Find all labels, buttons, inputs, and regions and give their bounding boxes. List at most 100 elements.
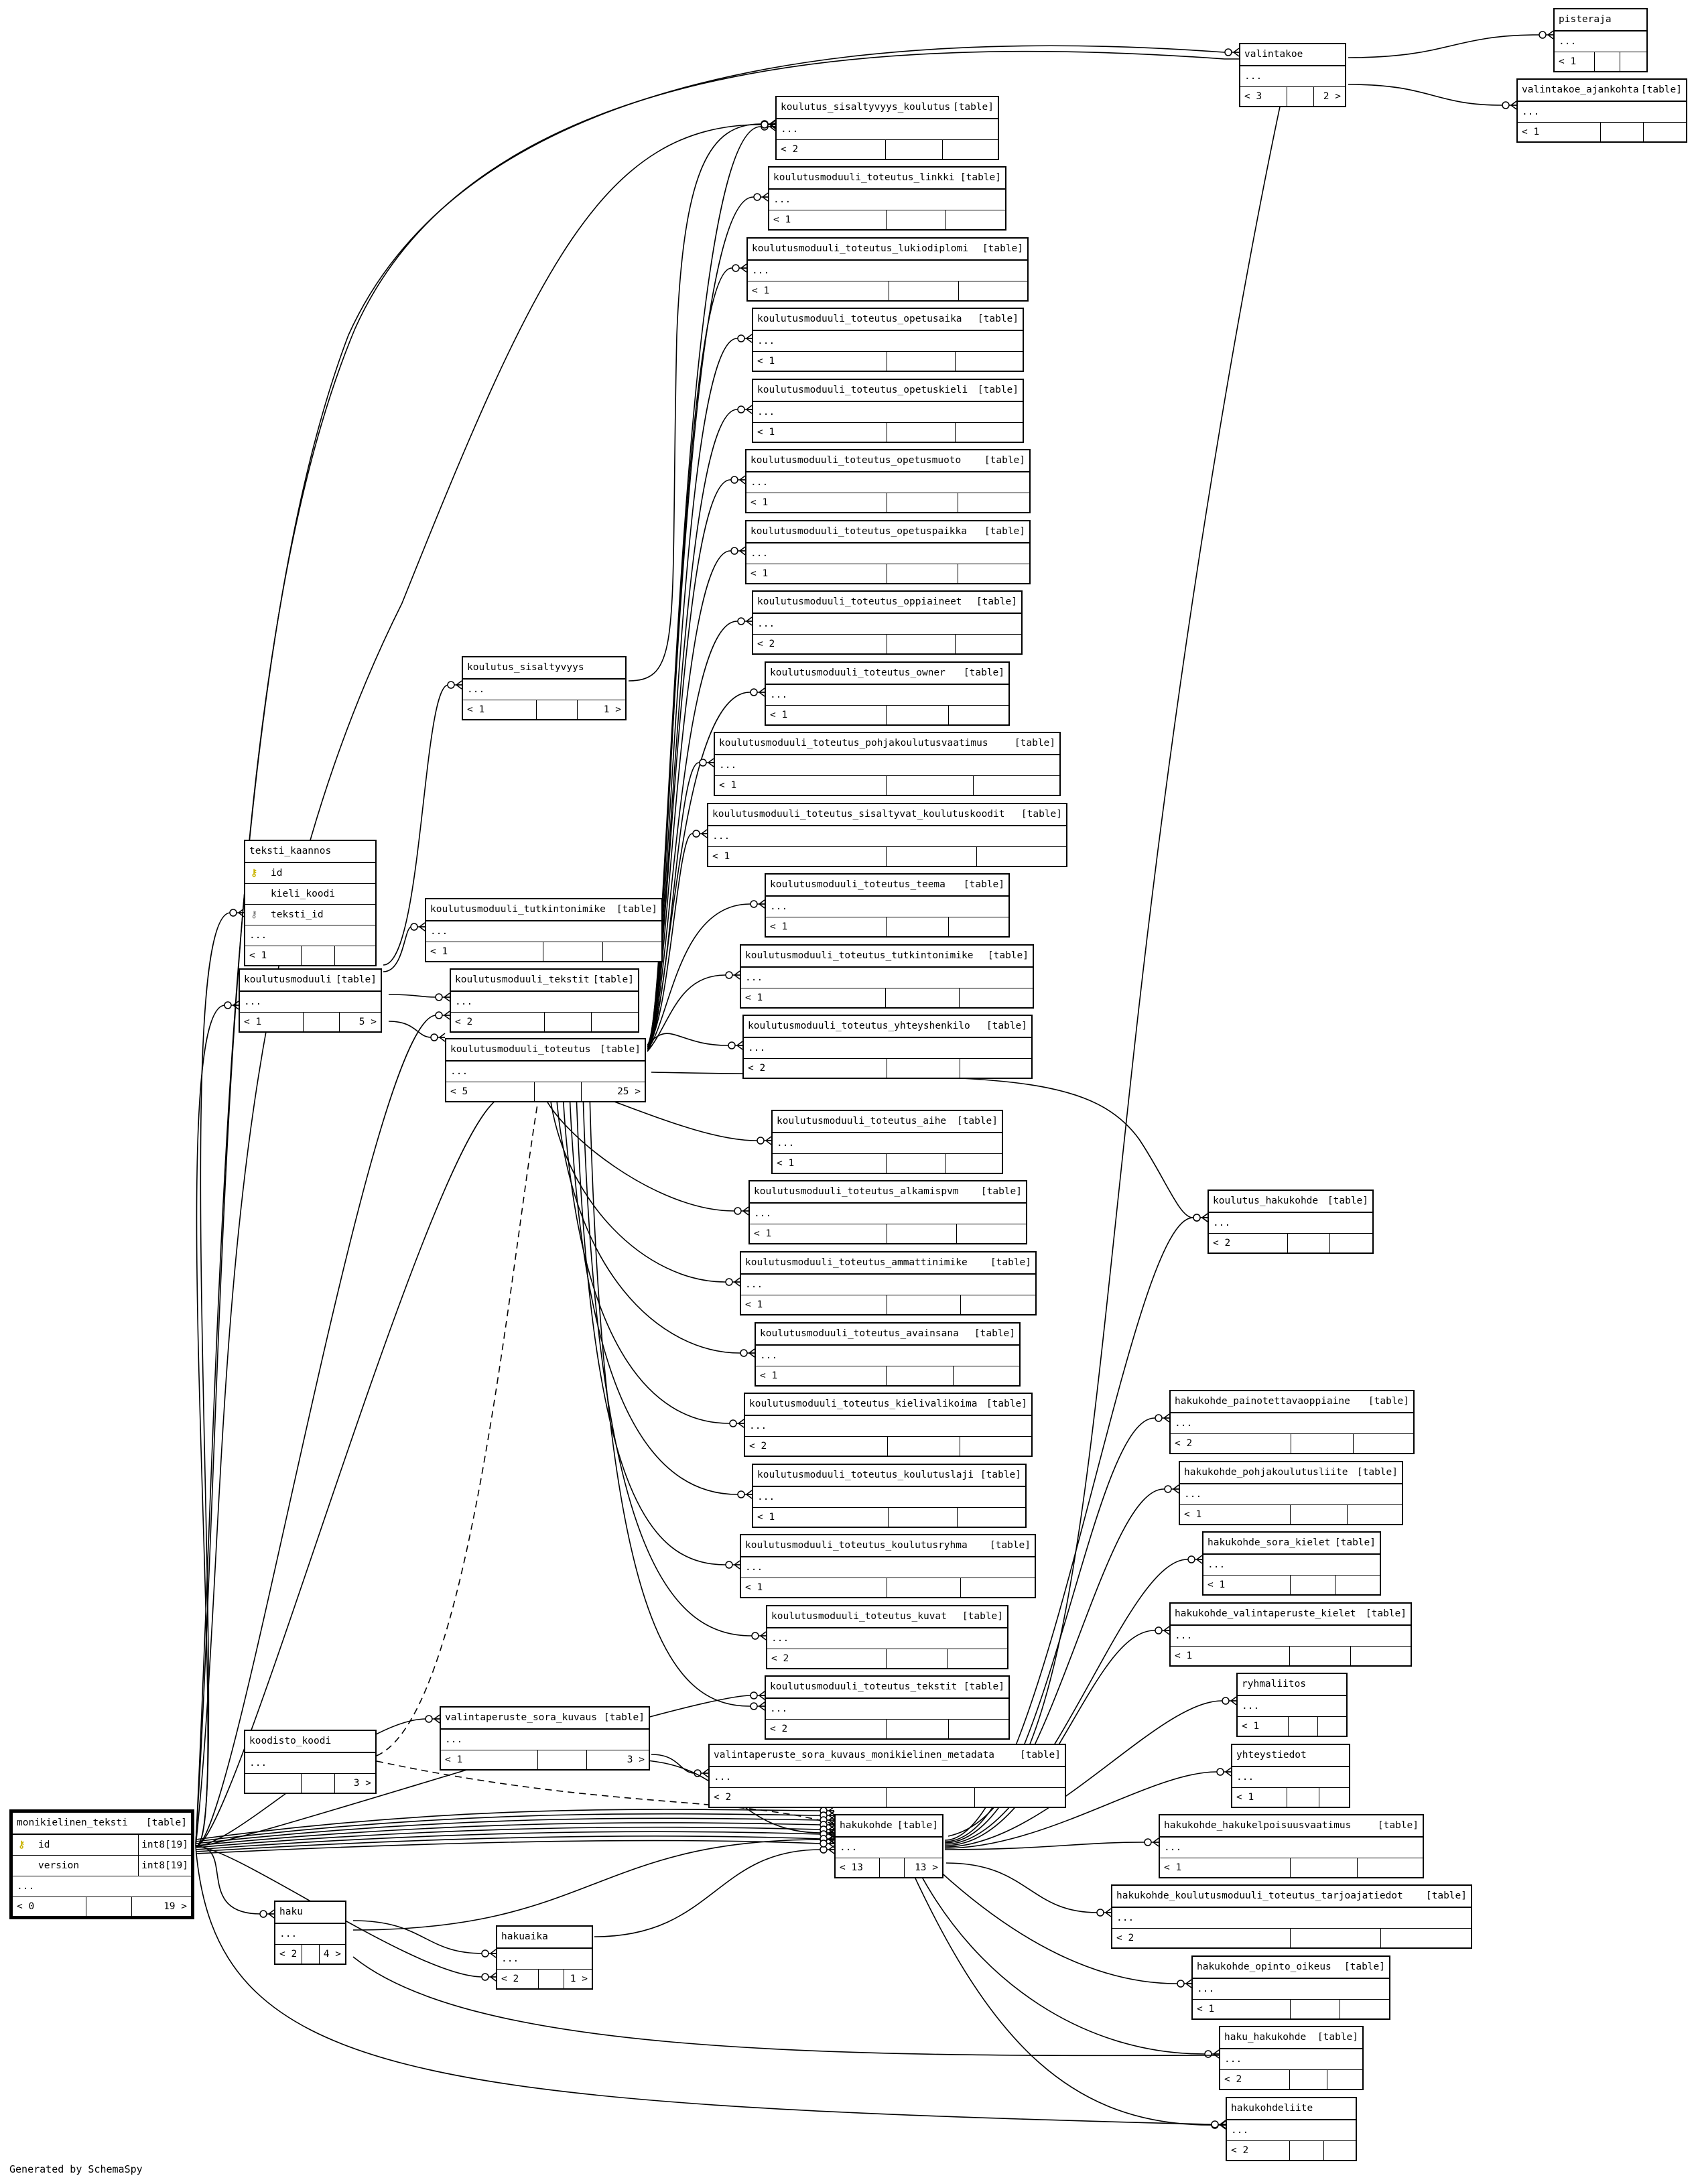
- table-valintakoe[interactable]: valintakoe[table]...< 32 >: [1239, 43, 1346, 107]
- parents-count[interactable]: < 1: [773, 1154, 887, 1173]
- parents-count[interactable]: < 1: [1232, 1788, 1287, 1807]
- table-header[interactable]: valintaperuste_sora_kuvaus[table]: [441, 1708, 649, 1730]
- children-count[interactable]: [1330, 1234, 1372, 1252]
- table-header[interactable]: koulutusmoduuli_toteutus[table]: [446, 1039, 645, 1062]
- parents-count[interactable]: < 1: [715, 776, 887, 795]
- table-km-linkki[interactable]: koulutusmoduuli_toteutus_linkki[table]..…: [768, 166, 1006, 231]
- children-count[interactable]: 1 >: [603, 704, 621, 715]
- table-hk-sora-kielet[interactable]: hakukohde_sora_kielet[table]...< 1: [1202, 1531, 1381, 1596]
- table-hk-painotettava[interactable]: hakukohde_painotettavaoppiaine[table]...…: [1169, 1390, 1415, 1454]
- children-count[interactable]: [943, 140, 998, 159]
- table-header[interactable]: hakukohdeliite[table]: [1227, 2098, 1356, 2120]
- children-count[interactable]: [946, 210, 1005, 229]
- table-hk-valintaperuste-kielet[interactable]: hakukohde_valintaperuste_kielet[table]..…: [1169, 1602, 1412, 1667]
- parents-count[interactable]: < 2: [744, 1059, 887, 1078]
- children-count[interactable]: [948, 1649, 1007, 1668]
- parents-count[interactable]: < 1: [245, 946, 302, 965]
- parents-count[interactable]: < 1: [240, 1013, 304, 1031]
- table-header[interactable]: koulutusmoduuli_toteutus_avainsana[table…: [756, 1324, 1019, 1346]
- table-ryhmaliitos[interactable]: ryhmaliitos[table]...< 1: [1236, 1673, 1348, 1737]
- children-count[interactable]: [603, 942, 661, 961]
- parents-count[interactable]: < 1: [1193, 2000, 1291, 2018]
- table-header[interactable]: koulutusmoduuli_toteutus_tutkintonimike[…: [741, 946, 1033, 968]
- parents-count[interactable]: < 1: [441, 1750, 538, 1769]
- children-count[interactable]: [1340, 2000, 1389, 2018]
- children-count[interactable]: [1318, 1717, 1346, 1736]
- parents-count[interactable]: < 1: [756, 1366, 887, 1385]
- table-km-teema[interactable]: koulutusmoduuli_toteutus_teema[table]...…: [765, 873, 1010, 938]
- children-count[interactable]: [1358, 1858, 1423, 1877]
- table-teksti-kaannos[interactable]: teksti_kaannos[table]⚷idkieli_koodi⚷teks…: [244, 840, 377, 966]
- table-km-tutkintonimike[interactable]: koulutusmoduuli_toteutus_tutkintonimike[…: [740, 944, 1034, 1009]
- parents-count[interactable]: < 2: [451, 1013, 545, 1031]
- table-km-aihe[interactable]: koulutusmoduuli_toteutus_aihe[table]...<…: [771, 1110, 1003, 1174]
- table-header[interactable]: koulutusmoduuli_toteutus_teema[table]: [766, 875, 1008, 897]
- children-count[interactable]: [1351, 1647, 1411, 1665]
- children-count[interactable]: [957, 1224, 1026, 1243]
- parents-count[interactable]: < 0: [13, 1897, 86, 1916]
- table-header[interactable]: hakukohde_sora_kielet[table]: [1203, 1533, 1380, 1555]
- table-header[interactable]: hakukohde_painotettavaoppiaine[table]: [1171, 1391, 1413, 1413]
- table-koulutus-sisaltyvyys[interactable]: koulutus_sisaltyvyys[table]...< 11 >: [462, 656, 627, 720]
- children-count[interactable]: 3 >: [353, 1778, 371, 1789]
- children-count[interactable]: [961, 1578, 1035, 1597]
- children-count[interactable]: [956, 352, 1023, 371]
- parents-count[interactable]: < 1: [1555, 52, 1595, 71]
- parents-count[interactable]: < 1: [769, 210, 887, 229]
- table-header[interactable]: koulutusmoduuli_toteutus_opetuskieli[tab…: [753, 380, 1023, 402]
- table-vsk-monikielinen[interactable]: valintaperuste_sora_kuvaus_monikielinen_…: [708, 1744, 1066, 1808]
- children-count[interactable]: [956, 423, 1023, 442]
- table-header[interactable]: koulutusmoduuli_toteutus_tekstit[table]: [766, 1677, 1008, 1699]
- parents-count[interactable]: [245, 1774, 302, 1793]
- children-count[interactable]: 3 >: [627, 1754, 645, 1765]
- table-header[interactable]: koulutusmoduuli[table]: [240, 970, 381, 992]
- table-km-owner[interactable]: koulutusmoduuli_toteutus_owner[table]...…: [765, 661, 1010, 726]
- children-count[interactable]: [1620, 52, 1646, 71]
- table-hk-opinto-oikeus[interactable]: hakukohde_opinto_oikeus[table]...< 1: [1191, 1955, 1390, 2020]
- parents-count[interactable]: < 1: [741, 1578, 887, 1597]
- table-km-opetusaika[interactable]: koulutusmoduuli_toteutus_opetusaika[tabl…: [752, 308, 1024, 372]
- children-count[interactable]: [1324, 2141, 1356, 2160]
- parents-count[interactable]: < 1: [753, 423, 887, 442]
- children-count[interactable]: [960, 988, 1033, 1007]
- children-count[interactable]: [949, 1720, 1008, 1738]
- parents-count[interactable]: < 1: [1171, 1647, 1290, 1665]
- table-koulutusmoduuli-tutkintonimike[interactable]: koulutusmoduuli_tutkintonimike[table]...…: [425, 898, 663, 962]
- children-count[interactable]: [1348, 1505, 1402, 1524]
- table-header[interactable]: valintakoe[table]: [1240, 44, 1345, 66]
- table-header[interactable]: koulutusmoduuli_tekstit[table]: [451, 970, 638, 992]
- table-header[interactable]: hakukohde[table]: [836, 1815, 942, 1838]
- children-count[interactable]: [949, 706, 1008, 724]
- children-count[interactable]: [960, 1437, 1031, 1456]
- parents-count[interactable]: < 1: [746, 493, 887, 512]
- table-header[interactable]: hakukohde_pohjakoulutusliite[table]: [1180, 1462, 1402, 1484]
- children-count[interactable]: [1644, 123, 1686, 141]
- column-row[interactable]: ⚷id: [245, 863, 375, 884]
- parents-count[interactable]: < 13: [836, 1858, 880, 1877]
- table-header[interactable]: koulutusmoduuli_toteutus_koulutusryhma[t…: [741, 1535, 1035, 1557]
- table-header[interactable]: koulutusmoduuli_toteutus_opetusmuoto[tab…: [746, 450, 1029, 472]
- parents-count[interactable]: < 1: [1203, 1576, 1291, 1594]
- table-header[interactable]: koulutusmoduuli_toteutus_lukiodiplomi[ta…: [748, 239, 1027, 261]
- table-km-kielivalikoima[interactable]: koulutusmoduuli_toteutus_kielivalikoima[…: [744, 1393, 1033, 1457]
- children-count[interactable]: [975, 1788, 1065, 1807]
- table-hk-pohjakoulutusliite[interactable]: hakukohde_pohjakoulutusliite[table]...< …: [1179, 1461, 1403, 1525]
- table-header[interactable]: hakukohde_koulutusmoduuli_toteutus_tarjo…: [1112, 1886, 1471, 1908]
- parents-count[interactable]: < 2: [753, 635, 887, 653]
- children-count[interactable]: 2 >: [1323, 91, 1341, 102]
- parents-count[interactable]: < 1: [463, 700, 537, 719]
- table-koulutus-sisaltyvyys-koulutus[interactable]: koulutus_sisaltyvyys_koulutus[table]...<…: [775, 96, 999, 160]
- table-km-yhteyshenkilo[interactable]: koulutusmoduuli_toteutus_yhteyshenkilo[t…: [742, 1015, 1033, 1079]
- parents-count[interactable]: < 1: [708, 847, 887, 866]
- parents-count[interactable]: < 1: [753, 352, 887, 371]
- table-km-sisaltyvat[interactable]: koulutusmoduuli_toteutus_sisaltyvat_koul…: [707, 803, 1067, 867]
- children-count[interactable]: [1327, 2070, 1362, 2089]
- children-count[interactable]: [974, 776, 1059, 795]
- parents-count[interactable]: < 1: [1180, 1505, 1291, 1524]
- table-km-ammattinimike[interactable]: koulutusmoduuli_toteutus_ammattinimike[t…: [740, 1251, 1037, 1315]
- children-count[interactable]: [592, 1013, 638, 1031]
- table-header[interactable]: koulutusmoduuli_tutkintonimike[table]: [426, 899, 661, 921]
- table-koulutusmoduuli-tekstit[interactable]: koulutusmoduuli_tekstit[table]...< 2: [450, 968, 639, 1033]
- children-count[interactable]: [977, 847, 1066, 866]
